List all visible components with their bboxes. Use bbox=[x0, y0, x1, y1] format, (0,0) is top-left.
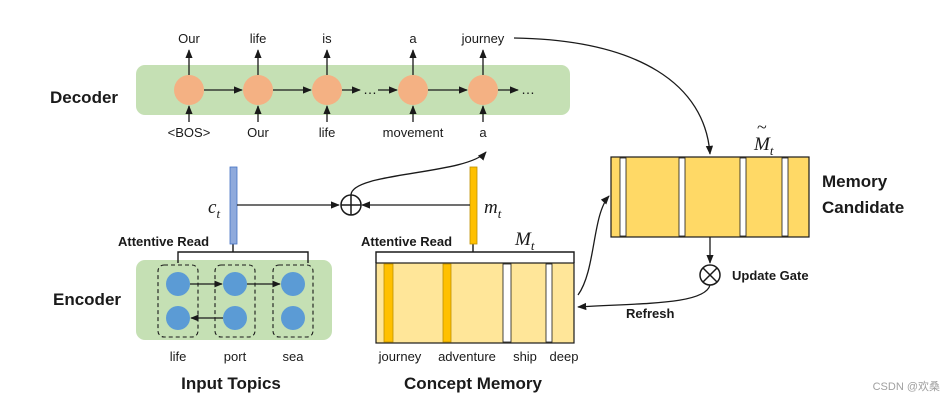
memory-to-candidate-arrow bbox=[577, 195, 610, 296]
memory-attentive-read-label: Attentive Read bbox=[361, 234, 452, 249]
decoder-ellipsis: … bbox=[521, 81, 535, 97]
decoder-output-token: a bbox=[409, 31, 417, 46]
update-gate-label: Update Gate bbox=[732, 268, 809, 283]
encoder-node-backward bbox=[166, 306, 190, 330]
decoder-output-token: life bbox=[250, 31, 267, 46]
input-topic-label: life bbox=[170, 349, 187, 364]
concept-memory-caption: Concept Memory bbox=[404, 374, 542, 393]
memory-slot bbox=[502, 263, 512, 343]
candidate-slot bbox=[781, 157, 789, 237]
sum-to-decoder-arrow bbox=[350, 151, 487, 196]
memory-slot bbox=[442, 263, 452, 343]
decoder-input-token: Our bbox=[247, 125, 269, 140]
refresh-label: Refresh bbox=[626, 306, 674, 321]
encoder-title: Encoder bbox=[53, 290, 121, 309]
candidate-slot bbox=[619, 157, 627, 237]
decoder-input-token: movement bbox=[383, 125, 444, 140]
decoder-node bbox=[468, 75, 498, 105]
watermark: CSDN @欢桑 bbox=[873, 379, 940, 393]
memory-slot bbox=[383, 263, 394, 343]
tilde-mark: ~ bbox=[757, 117, 767, 137]
mt-matrix-label: Mt bbox=[514, 229, 535, 253]
decoder-nodes: Our<BOS>lifeOurislifeamovementjourneya…… bbox=[168, 31, 535, 140]
encoder-attentive-read-label: Attentive Read bbox=[118, 234, 209, 249]
concept-labels: journey adventure ship deep bbox=[378, 349, 579, 364]
decoder-node bbox=[312, 75, 342, 105]
decoder-output-token: journey bbox=[461, 31, 505, 46]
decoder-output-token: Our bbox=[178, 31, 200, 46]
encoder-node-forward bbox=[166, 272, 190, 296]
decoder-node bbox=[398, 75, 428, 105]
concept-memory-matrix bbox=[375, 262, 575, 344]
encoder-node-forward bbox=[223, 272, 247, 296]
memory-candidate-matrix bbox=[610, 156, 810, 238]
input-topic-label: sea bbox=[283, 349, 305, 364]
decoder-input-token: a bbox=[479, 125, 487, 140]
decoder-node bbox=[243, 75, 273, 105]
decoder-input-token: life bbox=[319, 125, 336, 140]
encoder-read-bracket bbox=[177, 251, 309, 263]
memory-read-bracket bbox=[375, 251, 575, 263]
concept-word-label: deep bbox=[550, 349, 579, 364]
encoder-node-backward bbox=[281, 306, 305, 330]
decoder-output-token: is bbox=[322, 31, 332, 46]
concept-word-label: adventure bbox=[438, 349, 496, 364]
concept-word-label: journey bbox=[378, 349, 422, 364]
mt-vector-label: mt bbox=[484, 197, 502, 221]
input-topics-caption: Input Topics bbox=[181, 374, 281, 393]
candidate-label-line2: Candidate bbox=[822, 198, 904, 217]
output-to-candidate-arrow bbox=[513, 37, 714, 155]
candidate-slot bbox=[678, 157, 686, 237]
sum-operator-icon bbox=[340, 194, 362, 216]
memory-vector-mt bbox=[469, 166, 478, 245]
decoder-input-token: <BOS> bbox=[168, 125, 211, 140]
encoder-state-box bbox=[214, 264, 256, 338]
mt-tilde-label: Mt bbox=[753, 134, 774, 158]
refresh-arrow bbox=[577, 284, 711, 311]
candidate-slot bbox=[739, 157, 747, 237]
candidate-label-line1: Memory bbox=[822, 172, 888, 191]
concept-word-label: ship bbox=[513, 349, 537, 364]
decoder-ellipsis: … bbox=[363, 81, 377, 97]
decoder-title: Decoder bbox=[50, 88, 118, 107]
memory-candidate-slots bbox=[619, 157, 789, 237]
encoder-state-box bbox=[157, 264, 199, 338]
ct-label: ct bbox=[208, 197, 220, 221]
encoder-node-forward bbox=[281, 272, 305, 296]
encoder-state-box bbox=[272, 264, 314, 338]
context-vector-ct bbox=[229, 166, 238, 245]
encoder-node-backward bbox=[223, 306, 247, 330]
memory-slot bbox=[545, 263, 553, 343]
encoder-nodes: life port sea bbox=[157, 264, 314, 364]
concept-memory-slots bbox=[383, 263, 553, 343]
decoder-node bbox=[174, 75, 204, 105]
input-topic-label: port bbox=[224, 349, 247, 364]
update-gate-icon bbox=[699, 264, 721, 286]
